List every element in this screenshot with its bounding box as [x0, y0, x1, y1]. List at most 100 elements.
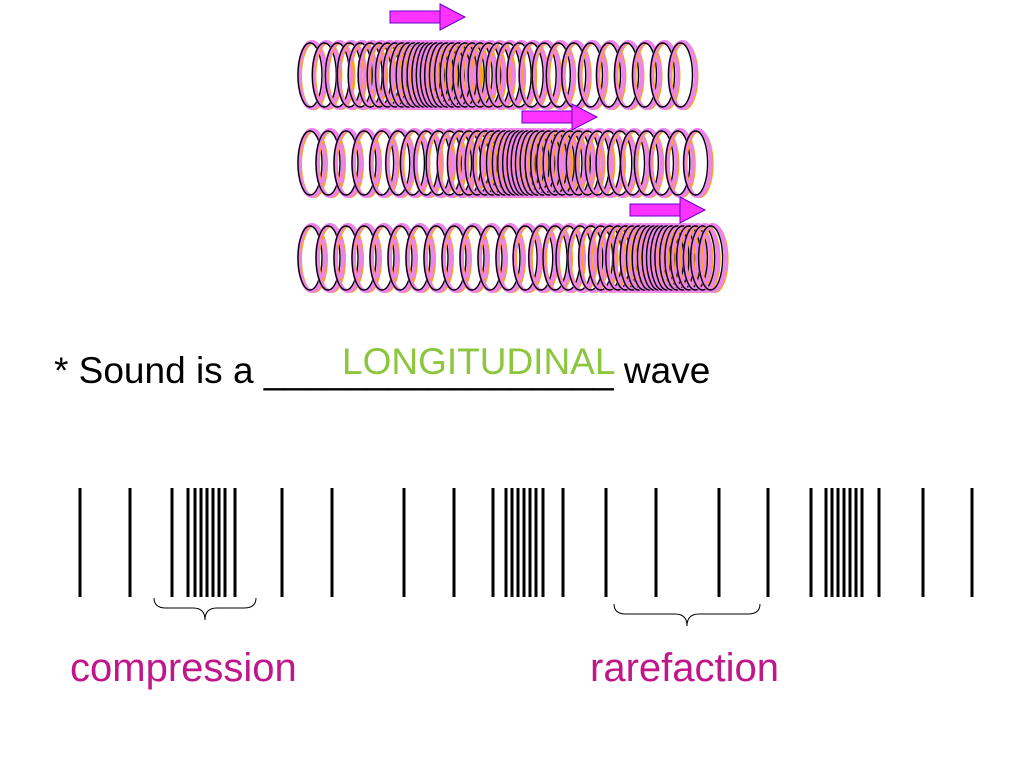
coil — [535, 128, 566, 198]
coil — [475, 40, 506, 110]
coil-outline — [351, 130, 377, 196]
coil — [682, 128, 713, 198]
coil-outline — [665, 130, 691, 196]
coil-outline — [528, 225, 554, 291]
coil-outline — [565, 130, 592, 196]
longitudinal-wave-diagram — [78, 488, 974, 627]
coil-outline — [315, 225, 341, 291]
rarefaction-label: rarefaction — [590, 646, 779, 690]
sentence-suffix: wave — [613, 350, 711, 391]
coil-outline — [333, 130, 359, 196]
coil — [613, 40, 644, 110]
coil — [351, 223, 381, 293]
coil-outline — [531, 42, 557, 108]
arrow-head — [571, 103, 599, 131]
coil-outline — [441, 225, 467, 291]
arrow-shaft — [389, 10, 443, 24]
coil-outline — [577, 42, 604, 108]
answer-text: LONGITUDINAL — [342, 341, 616, 382]
coil — [495, 223, 525, 293]
coil-outline — [387, 225, 413, 291]
coil-outline — [633, 130, 660, 196]
coil-outline — [459, 42, 485, 108]
direction-arrow — [389, 3, 467, 31]
coil — [351, 128, 381, 198]
coil — [545, 40, 576, 110]
coil-outline — [333, 225, 359, 291]
coil-outline — [595, 42, 622, 108]
coil — [384, 128, 415, 198]
coil-outline — [578, 225, 604, 291]
coil — [619, 128, 650, 198]
coil-outline — [664, 225, 690, 291]
coil — [633, 128, 664, 198]
coil — [336, 40, 367, 110]
coil-outline — [368, 130, 395, 196]
coil — [495, 40, 526, 110]
coil — [689, 223, 720, 293]
rarefaction-brace — [613, 603, 761, 627]
coil-outline — [557, 130, 583, 196]
coil — [555, 223, 586, 293]
coil — [669, 223, 700, 293]
coil-outline — [476, 42, 502, 108]
coil — [675, 223, 706, 293]
coil-outline — [518, 42, 544, 108]
coil — [649, 40, 680, 110]
coil-outline — [529, 130, 556, 196]
slinky-row — [297, 128, 714, 198]
sentence-blank: _________________ — [263, 350, 614, 391]
coil — [467, 40, 498, 110]
coil-outline — [459, 225, 485, 291]
coil — [512, 223, 543, 293]
coil-outline — [467, 42, 493, 108]
coil — [584, 128, 615, 198]
coil-outline — [315, 130, 341, 196]
coil-outline — [297, 225, 323, 291]
coil — [485, 40, 516, 110]
coil-outline — [436, 130, 462, 196]
coil-outline — [524, 130, 550, 196]
direction-arrow — [521, 103, 599, 131]
coil — [566, 223, 597, 293]
coil — [459, 223, 489, 293]
compression-brace — [153, 597, 257, 621]
coil-outline — [689, 225, 716, 291]
coil — [667, 40, 698, 110]
coil — [369, 223, 399, 293]
coil-outline — [613, 42, 640, 108]
compression-label: compression — [70, 646, 297, 690]
coil — [631, 40, 662, 110]
coil — [648, 128, 679, 198]
coil-outline — [545, 42, 572, 108]
coil-outline — [607, 130, 633, 196]
coil-outline — [347, 42, 373, 108]
coil — [682, 223, 713, 293]
coil-outline — [405, 225, 431, 291]
coil-outline — [512, 225, 538, 291]
coil-outline — [682, 130, 709, 196]
coil — [574, 128, 605, 198]
coil-outline — [495, 225, 521, 291]
coil-outline — [506, 42, 532, 108]
coil-outline — [385, 130, 411, 196]
coil-outline — [297, 42, 323, 108]
coil — [315, 128, 345, 198]
coil — [405, 223, 435, 293]
coil-outline — [682, 225, 709, 291]
coil-outline — [297, 130, 323, 196]
coil — [577, 40, 608, 110]
coil — [315, 223, 345, 293]
coil — [366, 40, 397, 110]
coil — [445, 40, 476, 110]
coil-outline — [549, 130, 575, 196]
slinky-row — [297, 223, 729, 293]
coil — [664, 128, 695, 198]
coil — [441, 223, 471, 293]
coil — [297, 128, 327, 198]
coil-outline — [667, 42, 694, 108]
coil — [333, 128, 363, 198]
slinky-row — [297, 40, 699, 110]
coil — [423, 223, 453, 293]
coil — [596, 223, 627, 293]
